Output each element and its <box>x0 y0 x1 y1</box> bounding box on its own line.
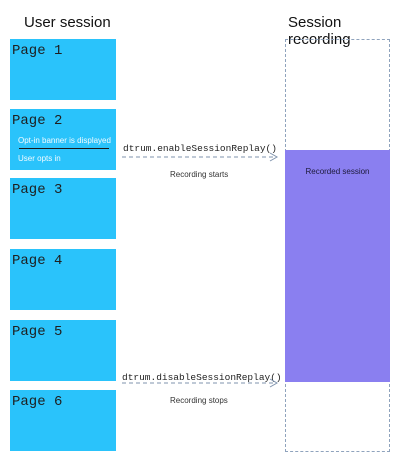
page-label: Page 1 <box>12 43 63 59</box>
recorded-session-block: Recorded session <box>285 150 390 382</box>
disable-replay-code: dtrum.disableSessionReplay() <box>122 372 282 383</box>
page-box-5: Page 5 <box>10 320 116 381</box>
page-box-4: Page 4 <box>10 249 116 310</box>
recording-starts-note: Recording starts <box>170 170 229 179</box>
recorded-session-label: Recorded session <box>305 167 370 176</box>
disable-arrow <box>122 378 279 388</box>
enable-arrow <box>122 152 279 162</box>
user-opts-in-text: User opts in <box>18 154 61 163</box>
opt-in-banner-text: Opt-in banner is displayed <box>18 136 111 145</box>
page-box-6: Page 6 <box>10 390 116 451</box>
page-label: Page 6 <box>12 394 63 410</box>
page-label: Page 5 <box>12 324 63 340</box>
enable-replay-code: dtrum.enableSessionReplay() <box>123 143 277 154</box>
page-box-3: Page 3 <box>10 178 116 239</box>
page-label: Page 4 <box>12 253 63 269</box>
recording-stops-note: Recording stops <box>170 396 228 405</box>
page-box-2: Page 2 Opt-in banner is displayed User o… <box>10 109 116 170</box>
page-box-1: Page 1 <box>10 39 116 100</box>
page-label: Page 3 <box>12 182 63 198</box>
user-session-header: User session <box>24 14 111 31</box>
opt-in-divider <box>19 148 109 149</box>
page-label: Page 2 <box>12 113 63 129</box>
